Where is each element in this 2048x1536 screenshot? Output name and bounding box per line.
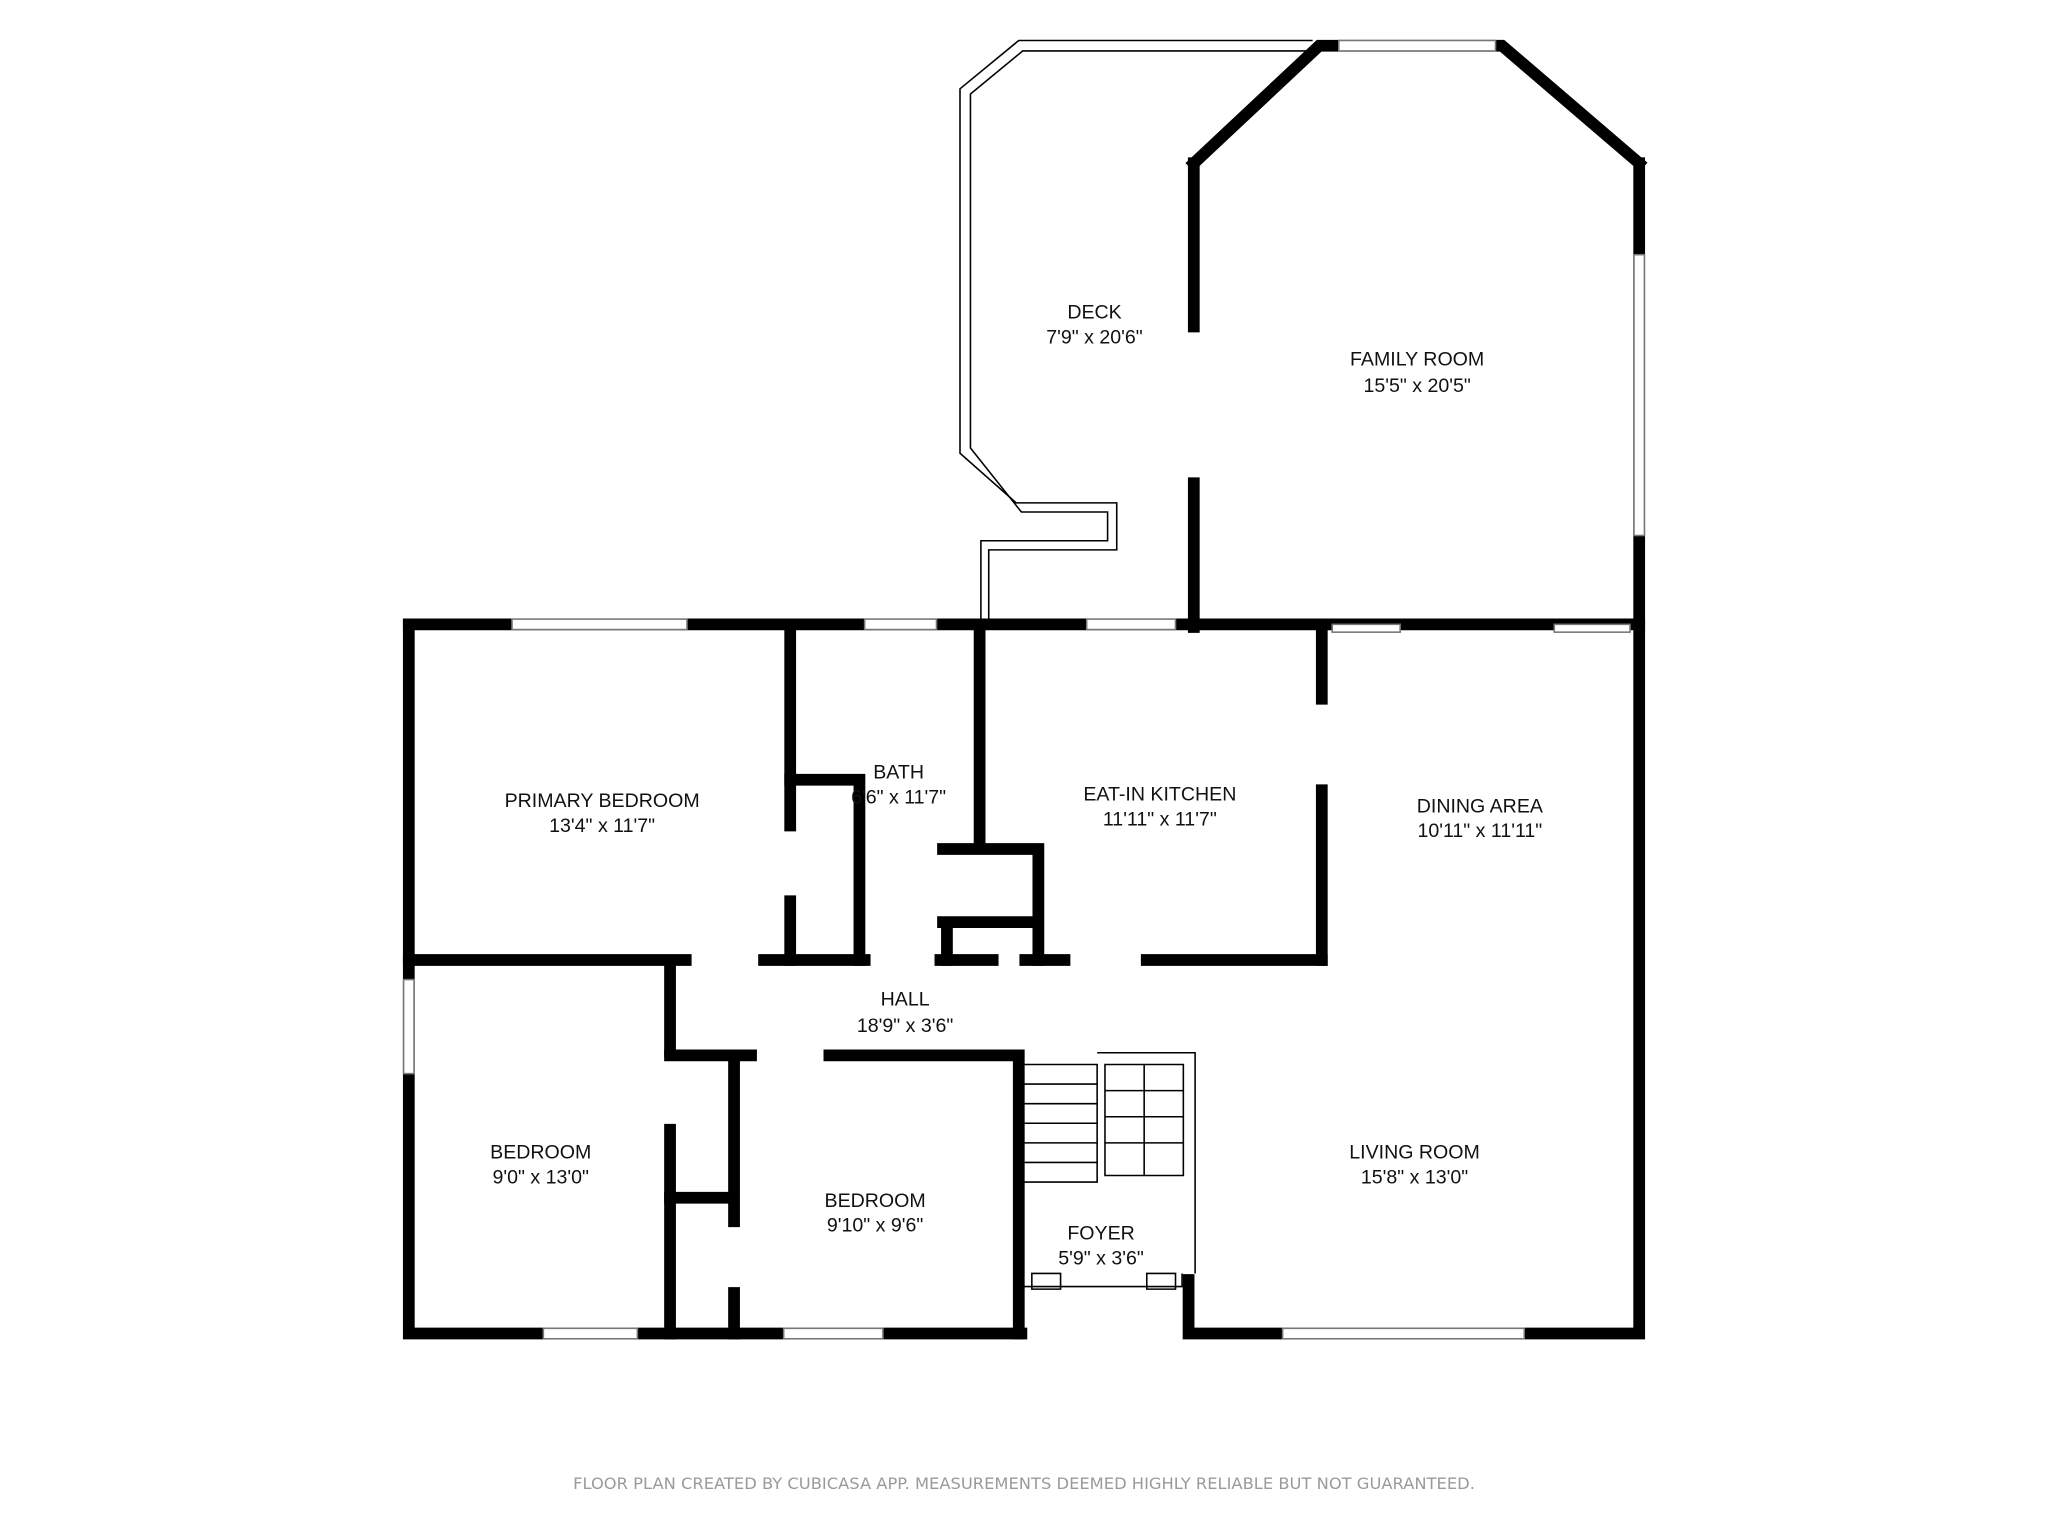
room-name-kitchen: EAT-IN KITCHEN bbox=[1083, 784, 1236, 806]
room-labels: DECK 7'9" x 20'6" FAMILY ROOM 15'5" x 20… bbox=[490, 302, 1544, 1270]
room-name-foyer: FOYER bbox=[1067, 1223, 1134, 1245]
room-size-bath: 6'6" x 11'7" bbox=[851, 786, 946, 808]
room-size-primary-bedroom: 13'4" x 11'7" bbox=[549, 815, 655, 837]
room-name-bedroom-2: BEDROOM bbox=[825, 1190, 926, 1212]
room-name-dining-area: DINING AREA bbox=[1417, 795, 1544, 817]
room-size-dining-area: 10'11" x 11'11" bbox=[1417, 820, 1542, 842]
room-size-bedroom-2: 9'10" x 9'6" bbox=[827, 1215, 924, 1237]
room-name-hall: HALL bbox=[881, 989, 930, 1011]
room-size-foyer: 5'9" x 3'6" bbox=[1058, 1247, 1144, 1269]
room-size-hall: 18'9" x 3'6" bbox=[857, 1015, 954, 1037]
room-name-bath: BATH bbox=[873, 761, 924, 783]
room-size-kitchen: 11'11" x 11'7" bbox=[1103, 808, 1217, 830]
room-size-family-room: 15'5" x 20'5" bbox=[1363, 375, 1470, 397]
room-size-deck: 7'9" x 20'6" bbox=[1046, 327, 1143, 349]
deck-railing bbox=[959, 39, 1313, 625]
windows bbox=[402, 39, 1646, 1340]
stairs bbox=[1020, 1051, 1196, 1290]
disclaimer-footer: FLOOR PLAN CREATED BY CUBICASA APP. MEAS… bbox=[573, 1474, 1475, 1493]
room-name-bedroom-1: BEDROOM bbox=[490, 1142, 591, 1164]
room-name-family-room: FAMILY ROOM bbox=[1350, 349, 1484, 371]
walls bbox=[402, 39, 1648, 1340]
room-size-living-room: 15'8" x 13'0" bbox=[1361, 1166, 1468, 1188]
room-name-primary-bedroom: PRIMARY BEDROOM bbox=[505, 790, 700, 812]
room-name-living-room: LIVING ROOM bbox=[1349, 1142, 1480, 1164]
room-size-bedroom-1: 9'0" x 13'0" bbox=[492, 1166, 589, 1188]
room-name-deck: DECK bbox=[1067, 302, 1121, 324]
